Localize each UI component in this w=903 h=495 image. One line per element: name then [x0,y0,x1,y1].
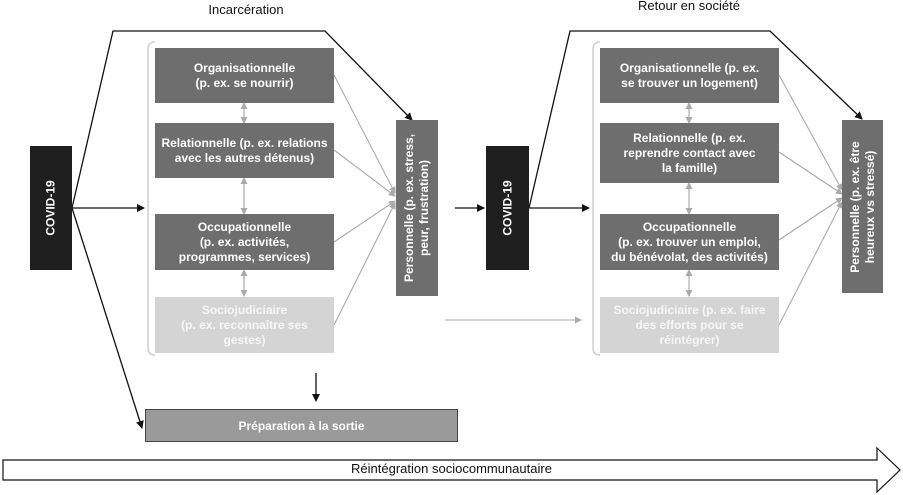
left-personal-line2: peur, frustration) [417,159,431,257]
right-box-occ-line2: (p. ex. trouver un emploi, [618,234,761,249]
left-soc-to-personal [333,202,396,326]
left-box-occupationnelle: Occupationnelle (p. ex. activités, progr… [155,214,334,270]
right-box-soc-line1: Sociojudiciaire (p. ex. faire [613,302,766,317]
right-box-org-line2: se trouver un logement) [621,75,758,90]
left-personal-box: Personnelle (p. ex. stress, peur, frustr… [396,120,438,296]
left-org-to-personal [333,74,396,194]
right-box-relationnelle: Relationnelle (p. ex. reprendre contact … [600,123,779,183]
right-box-occupationnelle: Occupationnelle (p. ex. trouver un emplo… [600,214,779,270]
left-box-occ-line3: programmes, services) [178,249,311,264]
left-occ-to-personal [333,200,396,243]
right-covid-box: COVID-19 [486,146,529,270]
right-box-rel-line2: reprendre contact avec [623,145,756,160]
left-box-soc-line2: (p. ex. reconnaître ses gestes) [181,317,308,347]
left-box-rel-line1: Relationnelle (p. ex. relations [161,135,328,150]
right-box-occ-line1: Occupationnelle [642,219,737,234]
right-covid-to-personal-line [528,30,863,209]
left-box-organisationnelle: Organisationnelle (p. ex. se nourrir) [155,48,334,103]
preparation-box: Préparation à la sortie [145,409,458,442]
right-occ-to-personal [778,197,843,241]
right-rel-to-personal [778,151,843,195]
left-box-occ-line1: Occupationnelle [197,219,292,234]
header-retour-en-societe: Retour en société [638,0,740,13]
reintegration-big-arrow [2,446,901,494]
left-covid-to-prep-arrow [71,207,144,429]
left-personal-line1: Personnelle (p. ex. stress, [402,133,416,283]
left-box-org-line1: Organisationnelle [193,60,296,75]
right-covid-label: COVID-19 [500,180,514,236]
left-box-rel-line2: avec les autres détenus) [174,150,315,165]
right-soc-to-personal [778,201,843,326]
right-personal-box: Personnelle (p. ex. être heureux vs stre… [842,120,883,293]
left-covid-box: COVID-19 [30,146,72,270]
right-personal-line1: Personnelle (p. ex. être [847,140,862,273]
right-box-rel-line1: Relationnelle (p. ex. [633,130,746,145]
right-personal-line2: heureux vs stressé) [862,150,877,263]
right-org-to-personal [778,74,843,191]
left-box-sociojudiciaire: Sociojudiciaire (p. ex. reconnaître ses … [155,297,334,353]
left-box-relationnelle: Relationnelle (p. ex. relations avec les… [155,123,334,178]
left-covid-to-personal-line [71,30,413,209]
right-box-organisationnelle: Organisationnelle (p. ex. se trouver un … [600,48,779,103]
reintegration-label: Réintégration sociocommunautaire [351,461,552,476]
left-bracket [147,41,156,356]
right-box-soc-line2: des efforts pour se réintégrer) [635,317,744,347]
right-box-rel-line3: la famille) [661,160,718,175]
left-rel-to-personal [333,149,396,197]
left-box-org-line2: (p. ex. se nourrir) [195,75,294,90]
left-box-soc-line1: Sociojudiciaire [201,302,288,317]
right-box-sociojudiciaire: Sociojudiciaire (p. ex. faire des effort… [600,297,779,353]
right-bracket [592,41,601,356]
left-box-occ-line2: (p. ex. activités, [199,234,290,249]
right-box-org-line1: Organisationnelle (p. ex. [619,60,760,75]
right-box-occ-line3: du bénévolat, des activités) [611,249,768,264]
left-covid-label: COVID-19 [43,180,58,236]
header-incarceration: Incarcération [208,2,284,17]
